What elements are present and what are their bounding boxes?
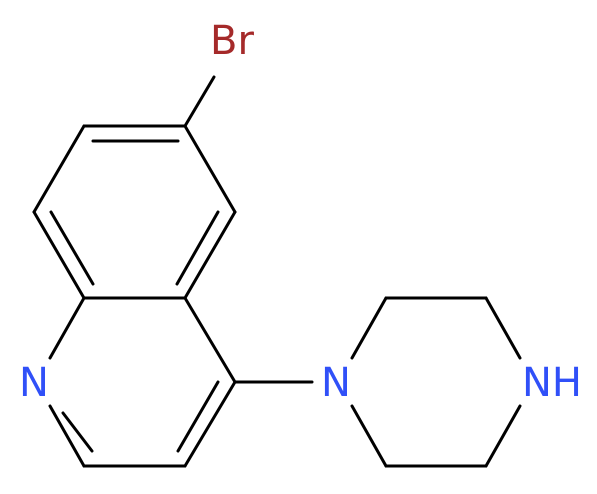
atom-label-br: Br xyxy=(210,18,254,64)
bond-c3-c4-inner xyxy=(176,380,220,453)
atom-label-n-piperazine-1: N xyxy=(321,360,351,406)
bond-c8-c8a xyxy=(32,210,86,300)
bond-c4a-c5-inner xyxy=(175,210,220,286)
bond-cd-npip xyxy=(350,404,388,468)
bond-n1-c2-inner xyxy=(61,411,94,453)
atom-label-nh-piperazine-4: NH xyxy=(522,360,582,406)
bond-c6-br xyxy=(183,75,216,128)
bond-nh-cc xyxy=(484,404,522,468)
bond-c4-c4a xyxy=(183,296,237,384)
bond-c7-c8 xyxy=(32,124,86,214)
bond-c3-c4 xyxy=(183,380,237,468)
bond-c8-c8a-inner xyxy=(49,210,95,286)
bond-n1-c2 xyxy=(48,404,86,468)
bond-npip-ca xyxy=(350,296,388,360)
bond-c8a-n1 xyxy=(48,296,86,360)
bond-c4a-c5 xyxy=(183,210,237,300)
atom-label-n-quinoline: N xyxy=(19,360,49,406)
bond-cb-nh xyxy=(484,296,522,360)
bond-c5-c6 xyxy=(183,124,237,214)
